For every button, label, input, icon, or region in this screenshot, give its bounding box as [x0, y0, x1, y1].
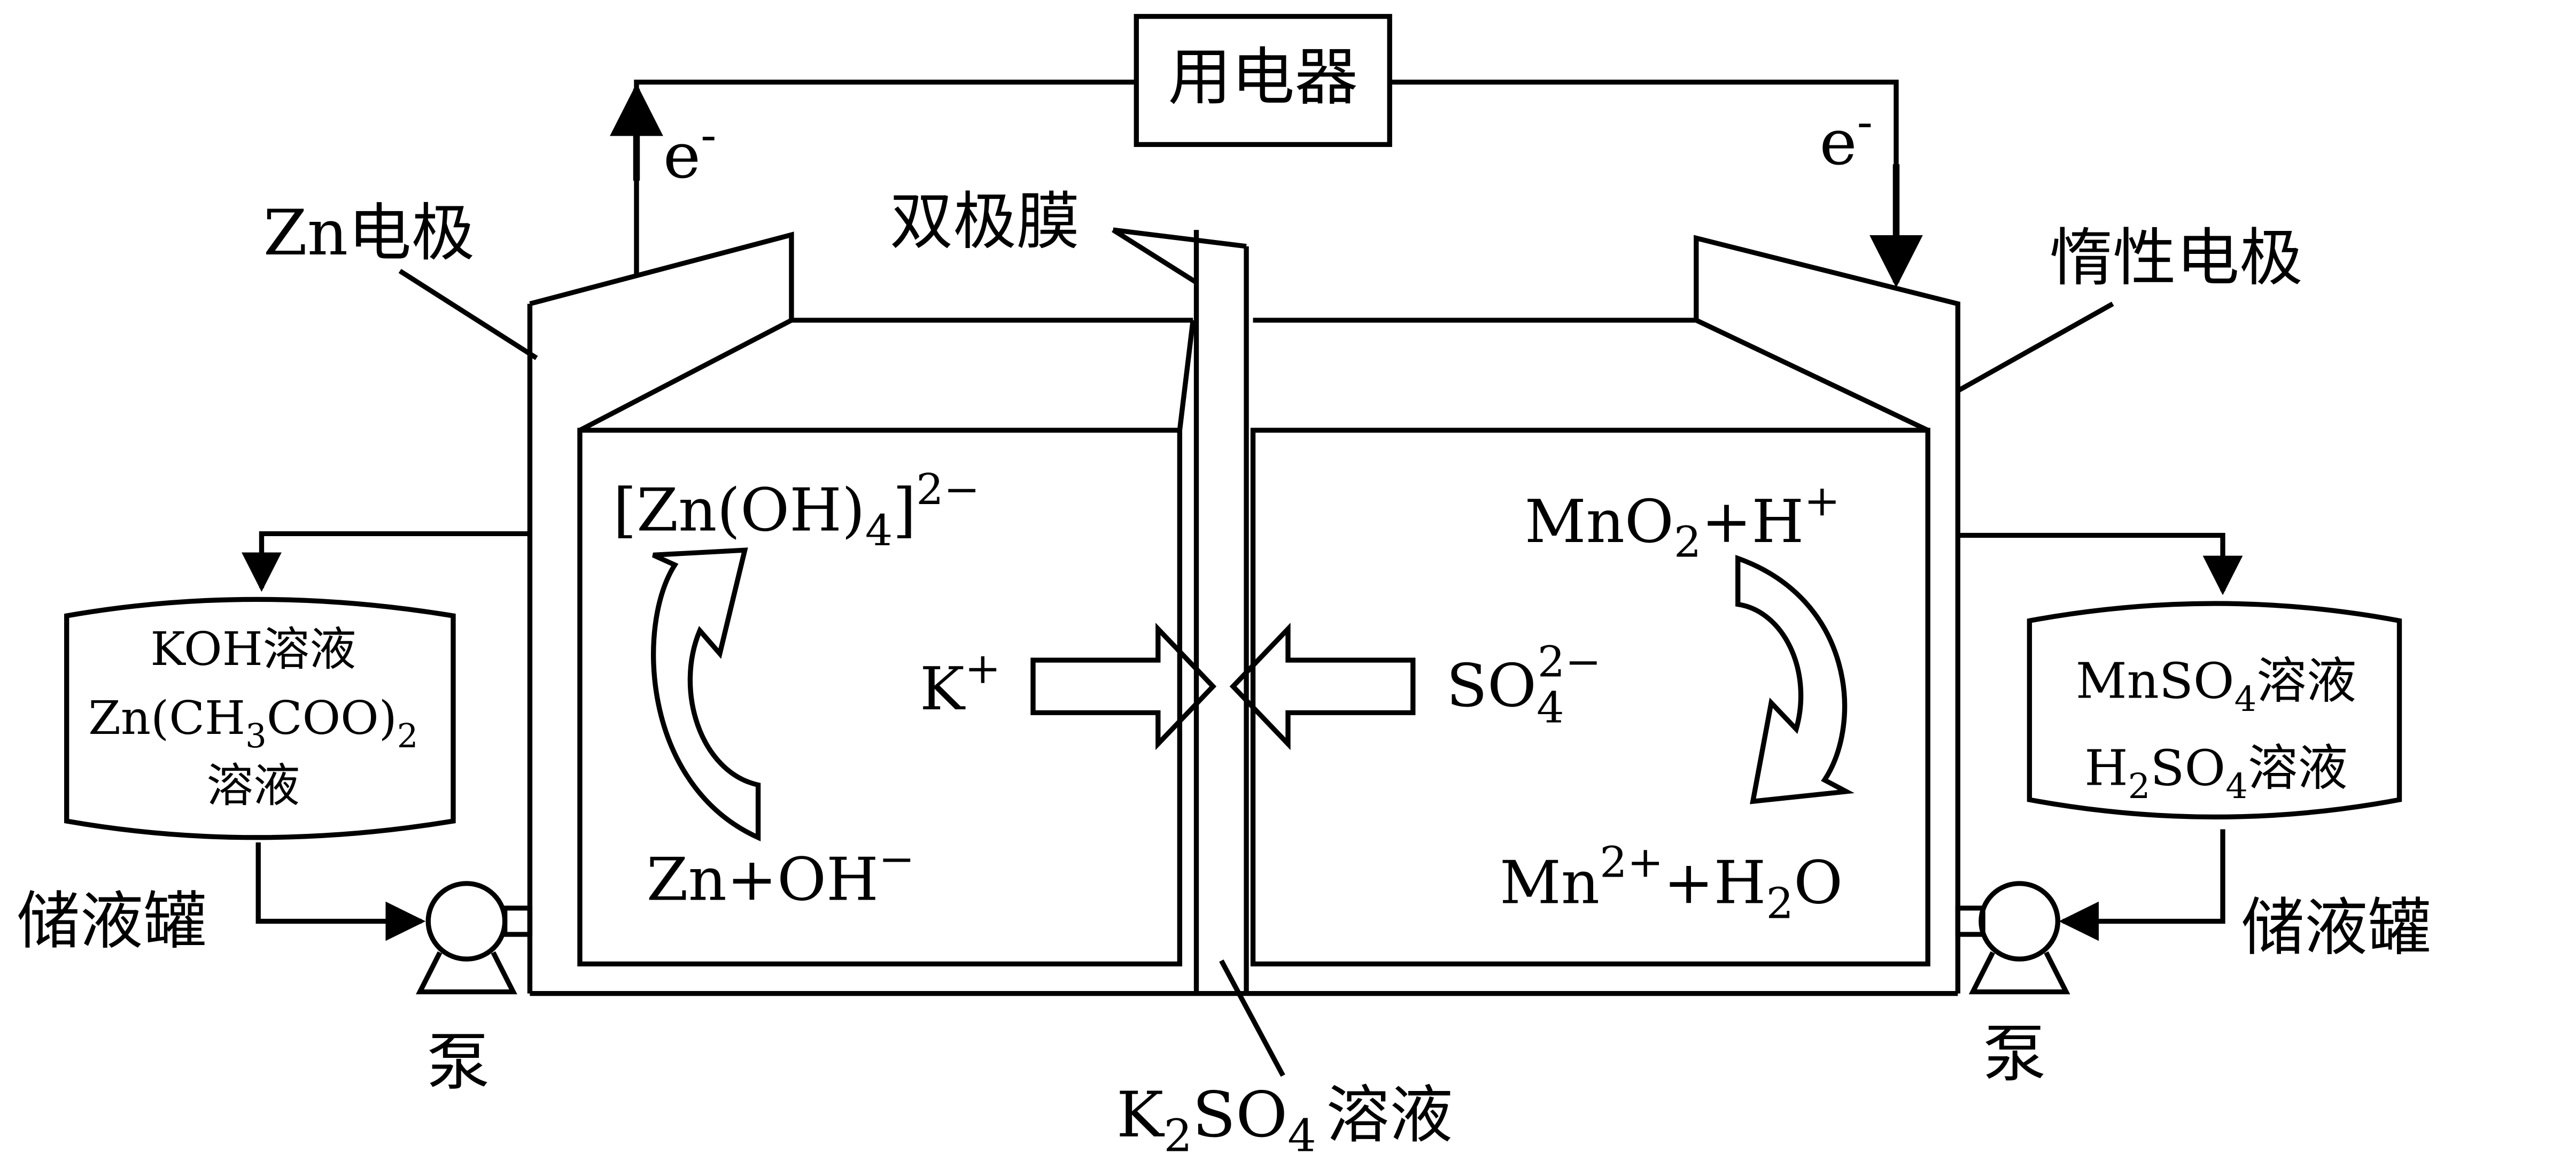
right-electron-label: e-: [1820, 96, 1873, 179]
left-electron-sign: -: [701, 109, 716, 162]
zincate-sub: 4: [865, 506, 893, 555]
right-tank-outlet-pipe: [2059, 829, 2225, 941]
zincate-b: ]: [893, 476, 916, 545]
mn-sup: 2+: [1600, 837, 1663, 887]
left-pump-stand: [416, 951, 517, 995]
membrane-leader-2: [1113, 227, 1247, 249]
left-electron-symbol: e: [663, 120, 701, 192]
right-pump: [1978, 881, 2061, 962]
mno2-sup: +: [1804, 476, 1840, 525]
left-tank-line-2-b: COO): [267, 692, 397, 745]
left-electron-label: e-: [663, 109, 717, 192]
right-reaction-curved-arrow: [1735, 554, 1855, 804]
appliance-label: 用电器: [1168, 41, 1358, 113]
right-tank-line-2-a: H: [2084, 739, 2128, 796]
right-pump-connector: [1955, 905, 1985, 937]
k-ion-migration-arrow: [1030, 623, 1217, 750]
mn-c: O: [1794, 849, 1843, 917]
left-tank-line-2: Zn(CH3COO)2: [88, 692, 418, 755]
zn-electrode-label: Zn电极: [263, 197, 475, 269]
mn-a: Mn: [1500, 849, 1600, 917]
left-pump-connector: [502, 905, 533, 937]
sulfate-sub: 4: [1537, 683, 1564, 732]
right-pump-label: 泵: [1983, 1018, 2046, 1090]
right-compartment: [1250, 428, 1930, 966]
left-external-wire: [634, 79, 1137, 276]
left-tank-line-3: 溶液: [207, 760, 300, 812]
right-electron-sign: -: [1857, 96, 1873, 149]
right-tank-line-2-b: SO: [2150, 739, 2225, 796]
right-tank-line-2: H2SO4溶液: [2084, 739, 2348, 807]
mno2-h-formula: MnO2+H+: [1525, 476, 1841, 567]
k2so4-sub2: 4: [1287, 1110, 1316, 1161]
mn-b: +H: [1664, 849, 1766, 917]
zn-oh-a: Zn+OH: [647, 846, 879, 914]
left-tank-line-1: KOH溶液: [150, 623, 356, 676]
zn-oh-sup: −: [879, 834, 915, 884]
k-ion-a: K: [920, 655, 966, 724]
right-tank-inlet-pipe: [1958, 532, 2243, 595]
left-tank-line-2-sub: 3: [245, 717, 267, 755]
sulfate-a: SO: [1446, 652, 1537, 721]
left-tank-inlet-pipe: [242, 531, 530, 592]
right-tank-line-1-a: MnSO: [2076, 652, 2234, 709]
right-tank-label: 储液罐: [2241, 892, 2431, 964]
left-reaction-curved-arrow: [650, 547, 761, 841]
right-tank-line-1: MnSO4溶液: [2076, 652, 2356, 719]
right-tank-line-1-sub: 4: [2234, 680, 2257, 719]
k2so4-b: SO: [1192, 1079, 1287, 1151]
right-storage-tank: [2027, 601, 2402, 819]
k2so4-leader: [1219, 959, 1285, 1077]
right-tank-line-1-b: 溶液: [2256, 652, 2356, 709]
bipolar-membrane-label: 双极膜: [890, 185, 1080, 258]
inert-electrode-label: 惰性电极: [2050, 221, 2303, 294]
cell-outline-left: [529, 231, 1193, 323]
mn-sub: 2: [1766, 878, 1794, 928]
zincate-a: [Zn(OH): [613, 476, 865, 545]
left-pump-label: 泵: [426, 1026, 490, 1098]
zincate-sup: 2−: [916, 465, 980, 514]
left-pump: [425, 881, 508, 962]
mno2-b: +H: [1701, 488, 1804, 556]
left-tank-line-2-a: Zn(CH: [88, 692, 245, 745]
mno2-sub: 2: [1674, 517, 1702, 567]
right-electron-symbol: e: [1820, 106, 1857, 179]
k2so4-a: K: [1116, 1079, 1165, 1151]
mno2-a: MnO: [1525, 488, 1674, 556]
sulfate-ion-migration-arrow: [1229, 623, 1416, 750]
zincate-formula: [Zn(OH)4]2−: [613, 465, 980, 555]
k2so4-c: 溶液: [1326, 1079, 1453, 1151]
right-tank-line-2-sub2: 4: [2225, 767, 2248, 806]
right-tank-line-2-sub: 2: [2128, 767, 2151, 806]
left-compartment-edge: [578, 318, 793, 432]
inert-electrode-leader: [1957, 301, 2114, 393]
left-tank-line-2-sub2: 2: [397, 717, 418, 755]
zn-oh-formula: Zn+OH−: [647, 834, 915, 914]
k2so4-sub: 2: [1163, 1110, 1192, 1161]
k-ion-sup: +: [965, 644, 1001, 693]
left-tank-label: 储液罐: [17, 885, 206, 957]
sulfate-sup: 2−: [1538, 637, 1601, 686]
right-compartment-edge: [1695, 318, 1929, 433]
zn-electrode-leader: [398, 269, 538, 360]
left-compartment-edge-2: [1177, 320, 1196, 431]
left-tank-outlet-pipe: [255, 842, 426, 941]
mn-h2o-formula: Mn2++H2O: [1500, 837, 1843, 928]
left-compartment: [577, 428, 1183, 966]
sulfate-ion-label: SO42−: [1446, 637, 1601, 732]
right-tank-line-2-c: 溶液: [2248, 739, 2348, 796]
membrane-leader-1: [1112, 228, 1198, 285]
right-pump-stand: [1968, 951, 2070, 995]
k-ion-label: K+: [920, 644, 1001, 724]
left-storage-tank: [64, 597, 456, 840]
